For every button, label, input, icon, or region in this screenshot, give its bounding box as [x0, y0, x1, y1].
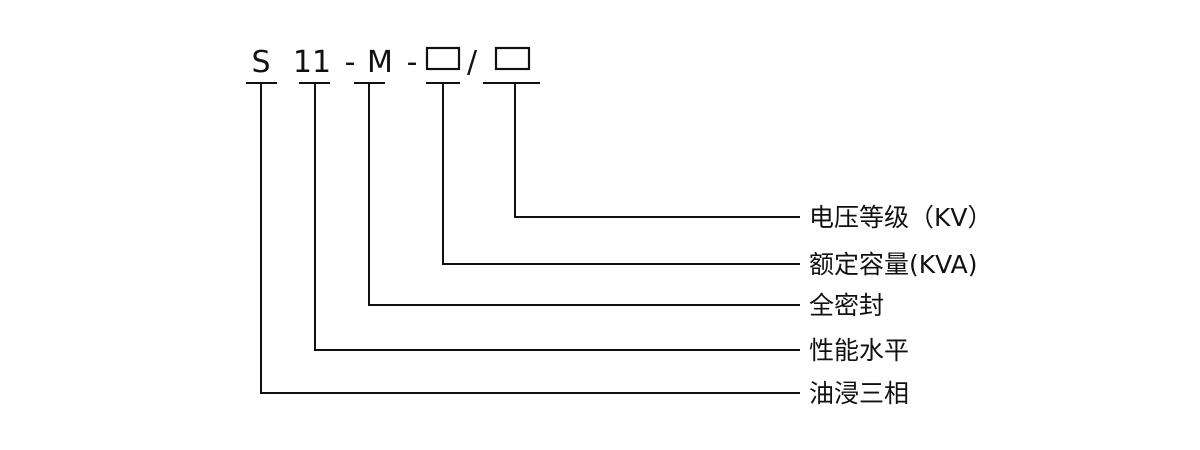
- labels: 电压等级（KV） 额定容量(KVA) 全密封 性能水平 油浸三相: [809, 203, 993, 408]
- voltage-slot-box: [494, 46, 531, 71]
- leader-voltage: [514, 83, 800, 218]
- code-separator: /: [467, 45, 478, 80]
- label-full-seal: 全密封: [809, 291, 884, 320]
- code-dash-2: -: [407, 45, 418, 80]
- label-voltage-level: 电压等级（KV）: [809, 203, 993, 232]
- leader-capacity: [442, 83, 800, 265]
- leader-full-seal: [368, 83, 800, 306]
- label-performance-level: 性能水平: [809, 336, 909, 365]
- code-series: S: [251, 45, 270, 80]
- leader-lines: [260, 83, 800, 394]
- leader-performance: [314, 83, 800, 351]
- code-performance: 11: [293, 45, 331, 80]
- label-rated-capacity: 额定容量(KVA): [809, 250, 978, 279]
- code-sealing: M: [367, 45, 393, 80]
- code-dash-1: -: [345, 45, 356, 80]
- leader-oil-three-phase: [260, 83, 800, 394]
- capacity-slot-box: [425, 46, 461, 71]
- label-oil-three-phase: 油浸三相: [809, 379, 909, 408]
- model-code: S 11 - M - /: [251, 45, 531, 80]
